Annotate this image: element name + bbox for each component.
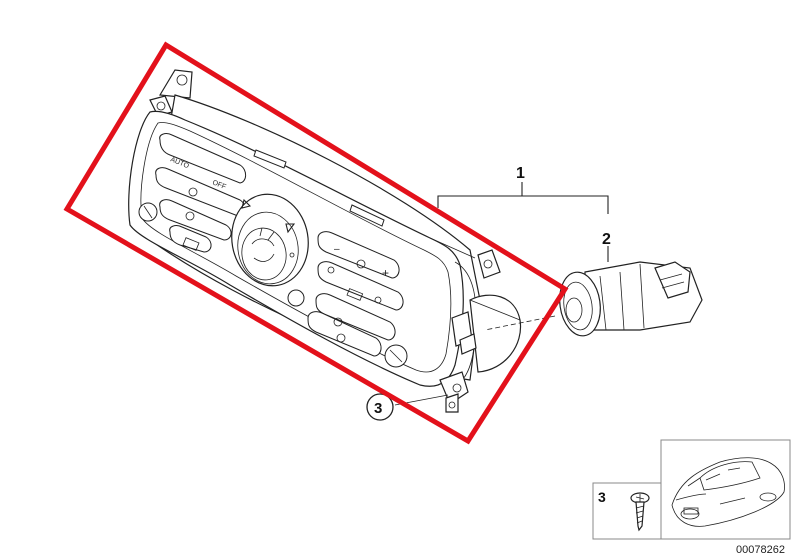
fan-icon (356, 259, 366, 269)
sensor-actuator-part (559, 261, 703, 337)
inset-part-number: 3 (598, 489, 606, 505)
car-icon (671, 457, 785, 527)
screw-inset: 3 (592, 482, 662, 540)
knob-arrow-icon (241, 198, 252, 209)
off-label: OFF (211, 179, 227, 191)
recirculation-icon (188, 187, 198, 197)
callout-leaders (437, 182, 609, 262)
climate-control-panel: AUTO OFF – + (128, 69, 522, 413)
fan-plus-label: + (382, 266, 389, 280)
callout-1-label: 1 (516, 165, 525, 182)
callout-3-circle: 3 (366, 393, 394, 421)
knob-arrow-icon (285, 223, 296, 234)
car-location-inset (660, 439, 791, 540)
screw-icon (630, 492, 650, 532)
callout-3-label: 3 (374, 400, 382, 417)
fan-minus-label: – (334, 244, 340, 255)
windshield-defrost-icon (346, 288, 364, 301)
highlight-box (63, 41, 569, 445)
airflow-foot-icon (336, 333, 346, 343)
airflow-icon (333, 317, 343, 327)
callout-2-label: 2 (602, 231, 611, 248)
reference-number: 00078262 (736, 544, 785, 556)
rear-defrost-icon (182, 237, 200, 251)
ac-icon (185, 211, 195, 221)
temperature-knob (231, 193, 309, 307)
